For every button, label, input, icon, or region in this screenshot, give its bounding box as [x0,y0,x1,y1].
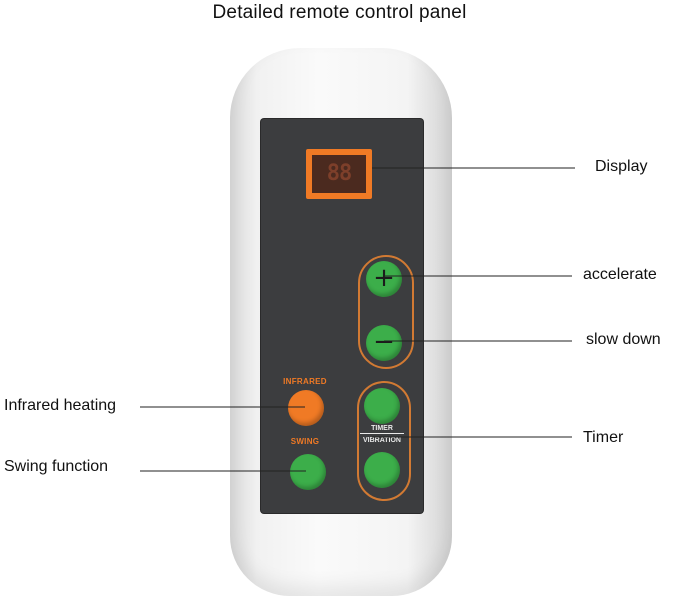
timer-divider [360,433,404,434]
callout-timer: Timer [583,429,624,446]
swing-label: SWING [290,437,320,446]
vibration-label: VIBRATION [363,437,401,444]
diagram-title: Detailed remote control panel [212,2,467,23]
plus-icon: + [373,263,395,293]
speed-button-group [358,255,414,369]
accelerate-button[interactable]: + [366,261,402,297]
slow-down-button[interactable]: − [366,325,402,361]
timer-button-group [357,381,411,501]
swing-button[interactable] [290,454,326,490]
minus-icon: − [373,327,395,357]
callout-infrared-heating: Infrared heating [4,397,117,414]
timer-down-button[interactable] [364,452,400,488]
timer-up-button[interactable] [364,388,400,424]
infrared-label: INFRARED [283,377,327,386]
callout-accelerate: accelerate [583,266,657,283]
led-display: 88 [312,155,366,193]
callout-display: Display [595,158,648,175]
timer-label: TIMER [371,425,393,432]
callout-slow-down: slow down [586,331,661,348]
infrared-heating-button[interactable] [288,390,324,426]
callout-swing-function: Swing function [4,458,109,475]
